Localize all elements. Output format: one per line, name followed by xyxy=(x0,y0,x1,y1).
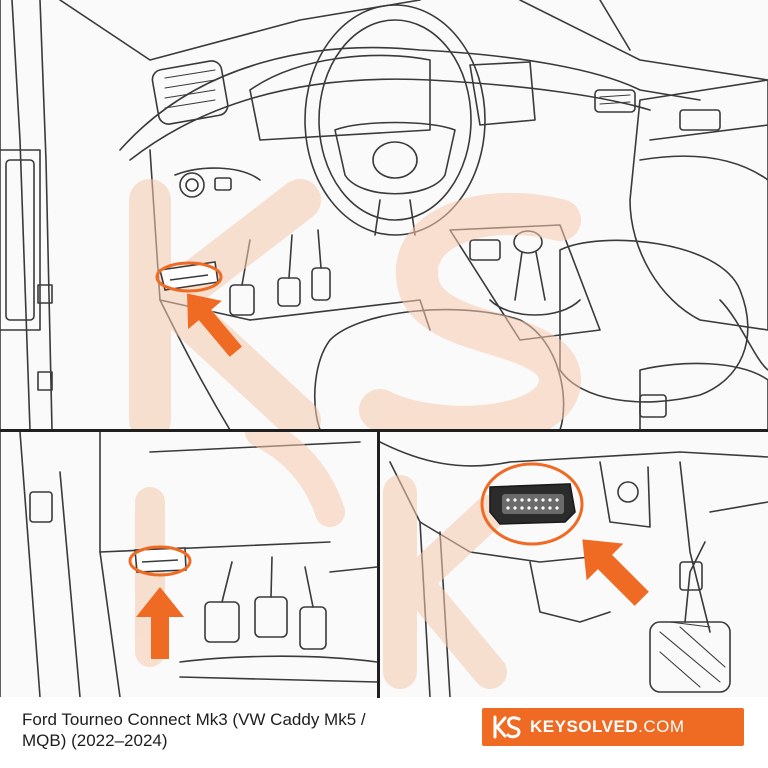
obd-port-location-highlight xyxy=(155,261,223,293)
arrow-icon xyxy=(187,293,242,357)
arrow-icon xyxy=(136,587,184,659)
vehicle-caption: Ford Tourneo Connect Mk3 (VW Caddy Mk5 /… xyxy=(22,709,452,751)
footwell-detail-illustration xyxy=(0,432,377,697)
watermark-logo-icon xyxy=(383,475,507,689)
panel-divider-horizontal xyxy=(0,429,768,432)
keysolved-logo-icon xyxy=(493,715,521,739)
arrow-icon xyxy=(582,539,649,606)
obd-connector-closeup-illustration xyxy=(380,441,768,697)
obd-connector-closeup-panel xyxy=(380,432,768,697)
obd-connector xyxy=(480,462,584,546)
obd-port-location-highlight xyxy=(128,545,192,577)
panel-divider-vertical xyxy=(377,432,380,698)
interior-overview-illustration xyxy=(0,0,768,430)
vehicle-caption-line-1: Ford Tourneo Connect Mk3 (VW Caddy Mk5 / xyxy=(22,710,366,729)
brand-banner: KEYSOLVED.COM xyxy=(482,708,744,746)
footwell-detail-panel xyxy=(0,432,377,697)
highlight-circle-icon xyxy=(480,462,584,546)
vehicle-caption-line-2: MQB) (2022–2024) xyxy=(22,731,168,750)
brand-suffix: .COM xyxy=(638,717,685,736)
watermark-logo-icon xyxy=(135,432,345,667)
brand-wordmark: KEYSOLVED.COM xyxy=(530,717,684,737)
brand-name: KEYSOLVED xyxy=(530,717,639,736)
footer: Ford Tourneo Connect Mk3 (VW Caddy Mk5 /… xyxy=(0,698,768,768)
interior-overview-panel xyxy=(0,0,768,430)
